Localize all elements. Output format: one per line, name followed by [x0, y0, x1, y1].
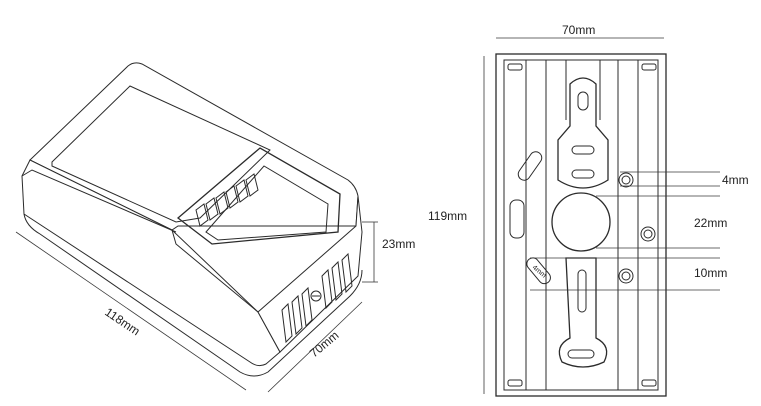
hole-large-label: 22mm: [694, 216, 727, 230]
keyhole-top-slot: [577, 91, 589, 111]
housing-edge-line-2: [171, 229, 259, 313]
length-label: 118mm: [102, 305, 142, 338]
lower-diagonal-slot: [526, 257, 551, 285]
width-dimension-line: [267, 301, 363, 393]
housing-right-face: [257, 195, 363, 353]
plate-inner-frame: [503, 59, 659, 391]
upper-diagonal-slot: [517, 151, 543, 181]
corner-tabs: [507, 63, 657, 387]
side-vent-slots: [281, 252, 353, 344]
keyhole-mid-slot: [571, 145, 595, 155]
keyhole-bottom-notch: [567, 349, 595, 359]
screw-icon: [310, 290, 322, 302]
hole-small-label: 4mm: [722, 173, 749, 187]
keyhole-bottom-slot: [577, 269, 587, 313]
housing-window-outer: [176, 147, 341, 245]
central-hole: [551, 192, 611, 252]
dimension-leaders: [530, 171, 720, 291]
housing-bottom-rim: [23, 213, 363, 377]
housing-edge-line: [21, 169, 177, 233]
screw-holes: [618, 172, 656, 284]
keyhole-low-slot: [571, 169, 595, 179]
plate-outline: [495, 53, 667, 397]
top-width-label: 70mm: [562, 23, 595, 37]
housing-top-pad: [51, 85, 271, 223]
height-label: 23mm: [382, 237, 415, 251]
housing-3d-view: 118mm 70mm 23mm: [15, 62, 415, 393]
keyhole-bottom: [558, 257, 608, 368]
keyhole-top: [557, 77, 609, 189]
side-slot: [509, 199, 525, 239]
backplate-view: 70mm 119mm: [428, 23, 749, 397]
spacing-label: 10mm: [694, 266, 727, 280]
slot-size-label: 4mm: [531, 264, 548, 279]
plate-ribs: [525, 60, 639, 390]
length-dimension-line: [15, 231, 247, 391]
top-vent-slots: [195, 173, 259, 227]
width-label: 70mm: [307, 328, 342, 360]
plate-height-label: 119mm: [428, 209, 467, 223]
